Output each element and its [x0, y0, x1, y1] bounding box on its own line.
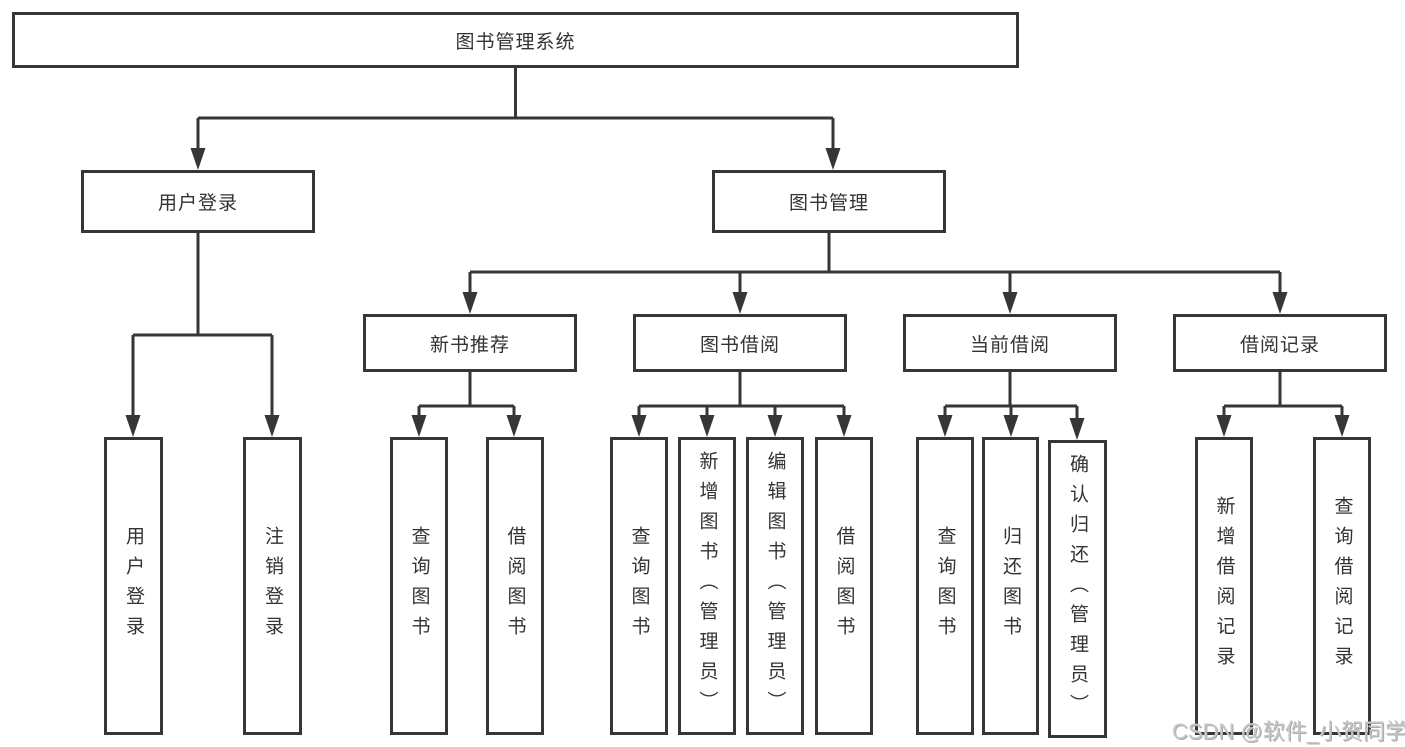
node-label: 用户登录 [157, 193, 238, 214]
node-edit-book-admin: 编辑图书（管理员） [746, 437, 804, 735]
node-label: 图书管理 [788, 193, 869, 214]
node-label: 图书借阅 [699, 334, 780, 356]
node-label: 归还图书 [1000, 526, 1021, 646]
node-label: 确认归还（管理员） [1067, 454, 1088, 724]
node-label: 当前借阅 [969, 334, 1050, 356]
node-borrowing-records: 借阅记录 [1173, 314, 1387, 372]
node-add-borrow-record: 新增借阅记录 [1195, 437, 1253, 735]
node-label: 借阅图书 [833, 526, 855, 646]
node-logout: 注销登录 [243, 437, 302, 735]
node-label: 查询图书 [934, 526, 956, 646]
node-new-book-recommendation: 新书推荐 [363, 314, 577, 372]
node-borrow-books-recommend: 借阅图书 [486, 437, 544, 735]
node-confirm-return-admin: 确认归还（管理员） [1048, 440, 1107, 738]
node-label: 编辑图书（管理员） [764, 451, 786, 721]
node-query-books-borrow: 查询图书 [610, 437, 668, 735]
connector-segments [131, 68, 1344, 420]
node-label: 新书推荐 [429, 334, 510, 356]
node-book-management: 图书管理 [712, 170, 946, 233]
node-book-borrowing: 图书借阅 [633, 314, 847, 372]
node-label: 查询借阅记录 [1331, 496, 1353, 676]
node-query-borrow-record: 查询借阅记录 [1313, 437, 1371, 735]
node-user-login-group: 用户登录 [81, 170, 315, 233]
node-current-borrowing: 当前借阅 [903, 314, 1117, 372]
node-query-books-recommend: 查询图书 [390, 437, 448, 735]
node-return-book: 归还图书 [982, 437, 1039, 735]
node-label: 新增借阅记录 [1213, 496, 1235, 676]
node-user-login: 用户登录 [104, 437, 163, 735]
node-label: 新增图书（管理员） [696, 451, 718, 721]
arrowheads [125, 148, 1350, 440]
node-library-management-system: 图书管理系统 [12, 12, 1019, 68]
node-borrow-books: 借阅图书 [815, 437, 873, 735]
node-query-books-current: 查询图书 [916, 437, 974, 735]
csdn-watermark: CSDN @软件_小贺同学 [1171, 719, 1405, 744]
node-label: 查询图书 [628, 526, 650, 646]
node-label: 借阅记录 [1239, 334, 1320, 356]
node-label: 借阅图书 [504, 526, 526, 646]
node-label: 图书管理系统 [455, 31, 576, 53]
node-add-book-admin: 新增图书（管理员） [678, 437, 736, 735]
node-label: 注销登录 [262, 526, 283, 646]
node-label: 查询图书 [408, 526, 430, 646]
node-label: 用户登录 [123, 526, 144, 646]
